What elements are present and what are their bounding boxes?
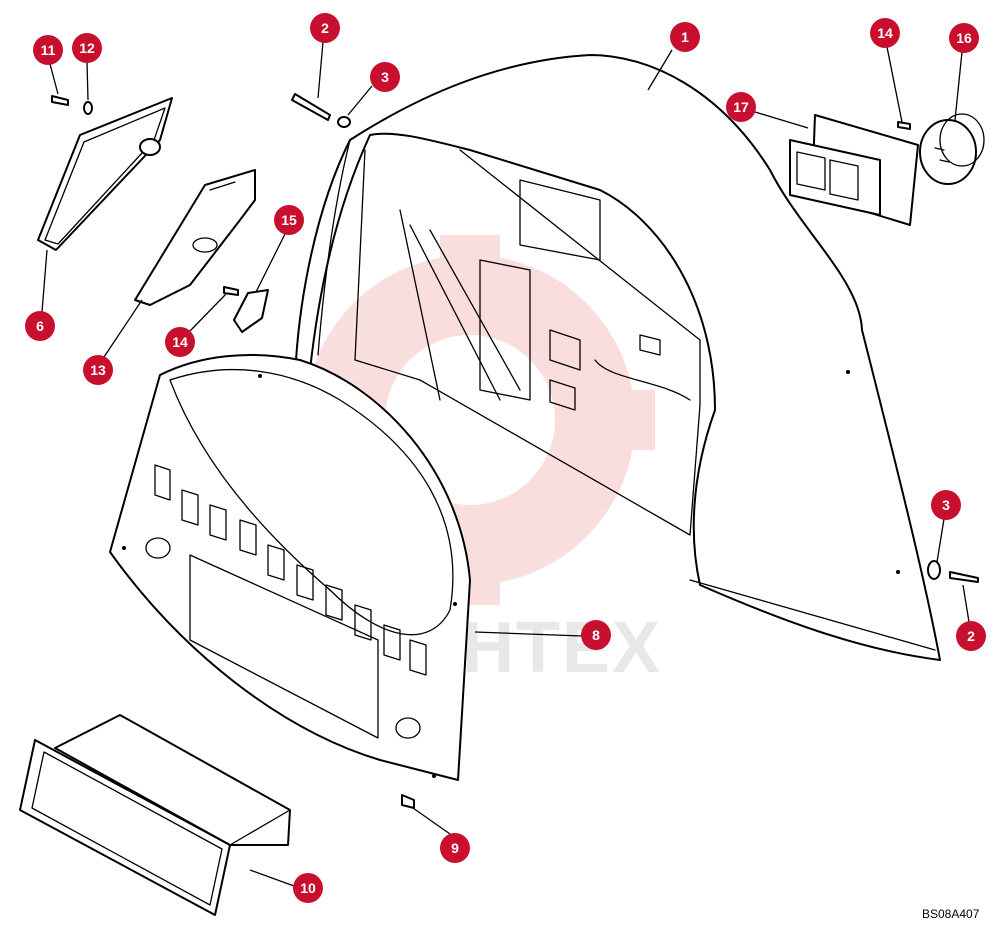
- callout-leader-line: [249, 869, 295, 887]
- callout-number: 1: [681, 29, 689, 45]
- callout-badge: [33, 35, 63, 65]
- callout-number: 12: [79, 40, 95, 56]
- callout-number: 3: [942, 497, 950, 513]
- callout-17: 17: [726, 92, 809, 129]
- callout-13: 13: [83, 299, 143, 385]
- dash-housing: [295, 54, 941, 661]
- washer-3-right: [927, 560, 941, 580]
- callout-badge: [931, 490, 961, 520]
- callout-leader-line: [86, 61, 89, 101]
- rocker-switch: [789, 114, 919, 226]
- washer-3-top: [337, 116, 351, 128]
- callout-badge: [956, 621, 986, 651]
- callout-2: 2: [310, 13, 340, 99]
- callout-leader-line: [754, 111, 809, 129]
- callout-number: 14: [172, 334, 188, 350]
- callout-leader-line: [49, 63, 59, 95]
- screw-11: [51, 95, 69, 106]
- callout-leader-line: [962, 584, 970, 623]
- screw-2-right: [949, 571, 979, 583]
- callout-3: 3: [931, 490, 961, 563]
- screw-9: [401, 794, 415, 809]
- screw-14-right: [897, 121, 911, 130]
- callout-number: 10: [300, 880, 316, 896]
- callout-badge: [370, 62, 400, 92]
- callout-number: 2: [967, 628, 975, 644]
- callout-leader-line: [886, 46, 903, 123]
- callout-badge: [310, 13, 340, 43]
- callout-3: 3: [347, 62, 400, 116]
- callout-leader-line: [317, 41, 324, 99]
- callout-1: 1: [647, 22, 700, 91]
- storage-tray: [19, 714, 291, 916]
- callout-badge: [83, 355, 113, 385]
- callout-number: 15: [281, 212, 297, 228]
- callout-number: 16: [956, 30, 972, 46]
- callout-number: 17: [733, 99, 749, 115]
- callout-badge: [440, 833, 470, 863]
- callout-leader-line: [474, 631, 583, 637]
- callout-leader-line: [412, 807, 451, 835]
- callout-leader-line: [189, 293, 227, 332]
- front-panel: [109, 354, 471, 781]
- callout-leader-line: [41, 249, 48, 313]
- callout-badge: [670, 22, 700, 52]
- callout-badge: [274, 205, 304, 235]
- callout-badge: [72, 33, 102, 63]
- callout-leader-line: [647, 49, 673, 91]
- nut-12: [83, 101, 93, 115]
- callout-badge: [581, 620, 611, 650]
- bracket: [134, 169, 256, 306]
- callout-number: 6: [36, 318, 44, 334]
- callout-leader-line: [103, 299, 143, 358]
- callout-10: 10: [249, 869, 323, 903]
- reference-code: BS08A407: [922, 907, 980, 921]
- callout-16: 16: [949, 23, 979, 121]
- callout-number: 2: [321, 20, 329, 36]
- callout-number: 11: [41, 42, 56, 58]
- callout-leader-line: [255, 233, 286, 293]
- callout-leader-line: [347, 85, 373, 116]
- callout-9: 9: [412, 807, 470, 863]
- callout-11: 11: [33, 35, 63, 95]
- callout-badge: [870, 18, 900, 48]
- callout-badge: [293, 873, 323, 903]
- cover-plate: [37, 97, 173, 251]
- callout-badge: [949, 23, 979, 53]
- callout-8: 8: [474, 620, 611, 650]
- callout-number: 13: [90, 362, 106, 378]
- callout-2: 2: [956, 584, 986, 651]
- clip: [233, 289, 269, 333]
- callout-14: 14: [165, 293, 227, 357]
- fasteners: [51, 93, 979, 809]
- power-socket: [919, 113, 985, 185]
- callout-number: 14: [877, 25, 893, 41]
- callout-6: 6: [25, 249, 55, 341]
- callout-number: 9: [451, 840, 459, 856]
- callout-badge: [165, 327, 195, 357]
- screw-14-left: [223, 286, 239, 296]
- callout-leader-line: [936, 518, 945, 563]
- callout-badge: [726, 92, 756, 122]
- callout-number: 8: [592, 627, 600, 643]
- callout-badge: [25, 311, 55, 341]
- callout-14: 14: [870, 18, 903, 123]
- screw-2-top: [291, 93, 331, 121]
- callout-leader-line: [954, 51, 963, 121]
- callout-12: 12: [72, 33, 102, 101]
- callout-15: 15: [255, 205, 304, 293]
- callout-number: 3: [381, 69, 389, 85]
